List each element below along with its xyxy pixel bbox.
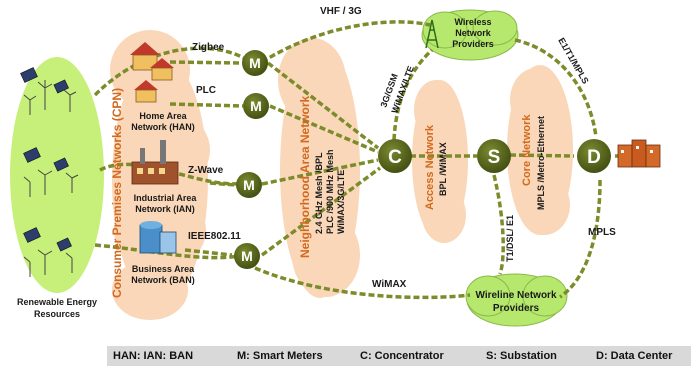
access-network-cloud	[412, 80, 468, 243]
tower-icon	[425, 19, 439, 49]
office-building-icon	[139, 221, 177, 254]
wireline-providers-cloud	[465, 273, 568, 327]
smart-meter-node-2: M	[243, 93, 269, 119]
substation-node: S	[477, 139, 511, 173]
legend-concentrator: C: Concentrator	[360, 350, 444, 362]
legend-data-center: D: Data Center	[596, 350, 673, 362]
smart-meter-node-1: M	[242, 50, 268, 76]
nan-title: Neighborhood Area Network	[298, 95, 312, 258]
label-plc: PLC	[196, 85, 216, 96]
access-network-title: Access Network	[424, 124, 436, 210]
label-e1-t1-mpls: E1/T1/MPLS	[556, 36, 590, 86]
cpn-title: Consumer Premises Networks (CPN)	[110, 88, 124, 298]
wireline-providers-label-1: Wireline Network	[475, 290, 556, 301]
network-links	[93, 20, 625, 300]
factory-icon	[131, 140, 179, 185]
smart-meter-node-3: M	[236, 172, 262, 198]
core-network-title: Core Network	[521, 114, 533, 186]
wireless-providers-label-1: Wireless	[455, 17, 492, 27]
svg-text:M: M	[250, 98, 262, 114]
ian-label-1: Industrial Area	[134, 193, 198, 203]
label-z-wave: Z-Wave	[188, 165, 224, 176]
nan-tech-line1: 2.4 GHz Mesh /BPL	[314, 152, 324, 234]
wireline-providers-label-2: Providers	[493, 303, 540, 314]
ian-label-2: Network (IAN)	[135, 204, 195, 214]
label-wimax-bottom: WiMAX	[372, 279, 407, 290]
svg-text:M: M	[249, 55, 261, 71]
core-network-tech: MPLS /Metro-Ethernet	[536, 116, 546, 210]
ban-label-1: Business Area	[132, 264, 195, 274]
svg-text:C: C	[388, 147, 402, 168]
renewable-label-1: Renewable Energy	[17, 297, 97, 307]
han-label-1: Home Area	[139, 111, 187, 121]
nan-tech-line2: PLC /900 MHz Mesh	[325, 149, 335, 234]
label-t1-dsl-e1: T1/DSL/ E1	[505, 215, 515, 262]
svg-text:D: D	[587, 147, 601, 168]
data-center-node: D	[577, 139, 611, 173]
han-label-2: Network (HAN)	[131, 122, 195, 132]
wireless-providers-label-3: Providers	[452, 39, 494, 49]
svg-text:S: S	[488, 147, 501, 168]
renewable-label-2: Resources	[34, 309, 80, 319]
wireless-providers-label-2: Network	[455, 28, 492, 38]
nan-tech-line3: WiMAX/3G/LTE	[336, 170, 346, 234]
label-vhf-3g: VHF / 3G	[320, 6, 362, 17]
nan-cloud	[278, 38, 360, 298]
label-mpls: MPLS	[588, 227, 616, 238]
legend-bar: HAN: IAN: BAN M: Smart Meters C: Concent…	[107, 346, 691, 366]
svg-text:M: M	[243, 177, 255, 193]
house-icon	[130, 42, 174, 103]
core-network-cloud	[507, 65, 573, 235]
label-ieee80211: IEEE802.11	[188, 231, 241, 242]
wind-turbine-icon	[23, 80, 79, 277]
legend-smart-meters: M: Smart Meters	[237, 350, 323, 362]
smart-meter-node-4: M	[234, 243, 260, 269]
concentrator-node: C	[378, 139, 412, 173]
legend-substation: S: Substation	[486, 350, 557, 362]
data-center-buildings-icon	[617, 139, 661, 168]
legend-han-ian-ban: HAN: IAN: BAN	[113, 350, 194, 362]
ban-label-2: Network (BAN)	[131, 275, 195, 285]
svg-text:M: M	[241, 248, 253, 264]
solar-panel-icon	[20, 67, 72, 252]
access-network-tech: BPL /WiMAX	[438, 142, 448, 196]
wireless-providers-cloud	[421, 9, 519, 61]
label-zigbee: Zigbee	[192, 42, 225, 53]
